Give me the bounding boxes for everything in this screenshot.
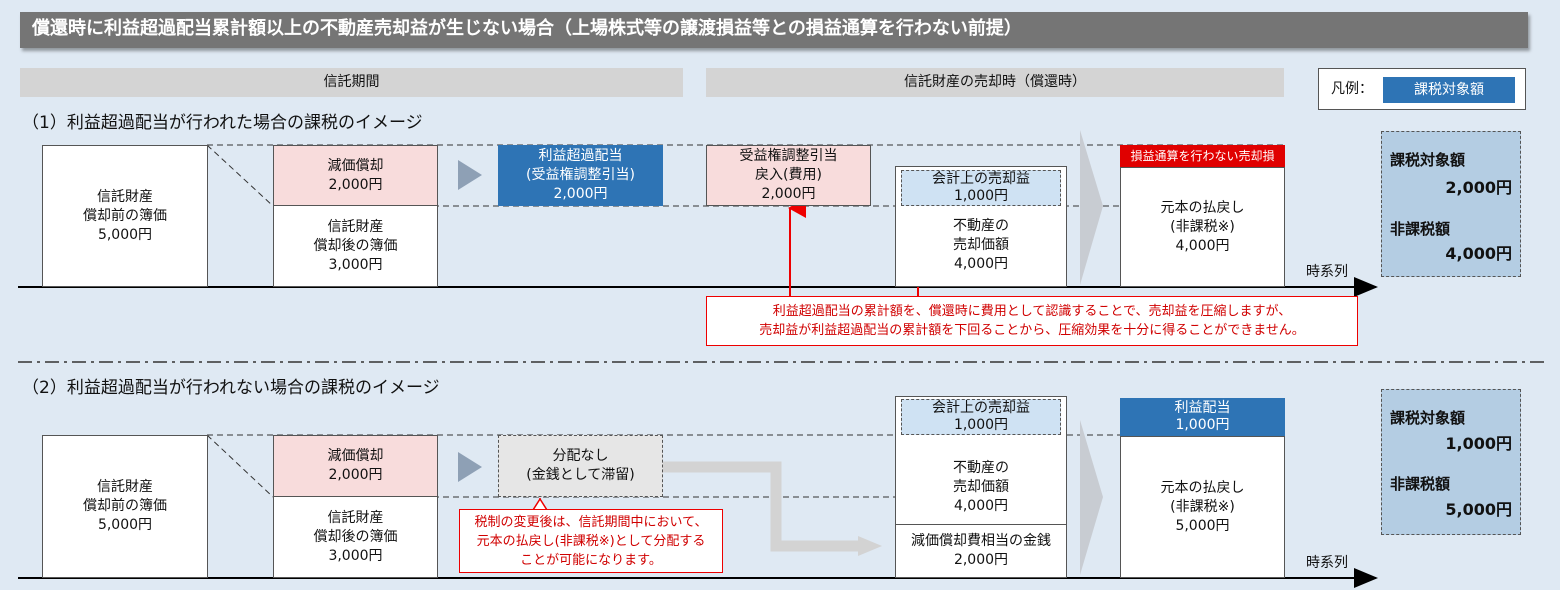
case1-chevron-1 xyxy=(458,160,482,190)
case1-excess-dist-box: 利益超過配当 (受益権調整引当) 2,000円 xyxy=(498,145,663,206)
case2-gain-box: 会計上の売却益 1,000円 xyxy=(901,399,1061,435)
case1-excess-dist-value: 2,000円 xyxy=(553,186,608,202)
case1-note-line2: 売却益が利益超過配当の累計額を下回ることから、圧縮効果を十分に得ることができませ… xyxy=(759,323,1305,338)
case1-initial-book-value: 5,000円 xyxy=(97,226,153,243)
case2-note-line1: 税制の変更後は、信託期間中において、 xyxy=(474,514,708,530)
case2-profit-dist-value: 1,000円 xyxy=(1175,417,1230,433)
case1-chevron-2 xyxy=(1080,130,1103,285)
case2-profit-dist-box: 利益配当 1,000円 xyxy=(1120,398,1285,436)
case1-depreciation-label: 減価償却 xyxy=(327,157,384,174)
case2-no-dist-box: 分配なし (金銭として滞留) xyxy=(498,435,663,497)
case1-diag-guide xyxy=(206,144,274,207)
case2-initial-book-value: 5,000円 xyxy=(97,517,153,533)
case2-gain-value: 1,000円 xyxy=(953,417,1009,433)
case2-flow-arrowhead xyxy=(858,536,882,556)
case1-nontaxable-amount: 4,000円 xyxy=(1445,244,1512,263)
case1-reversal-box: 受益権調整引当 戻入(費用) 2,000円 xyxy=(706,145,871,206)
case2-depreciation-box: 減価償却 2,000円 xyxy=(273,435,438,497)
case2-note-line2: 元本の払戻し(非課税※)として分配する xyxy=(476,533,706,549)
case1-reversal-line1: 受益権調整引当 xyxy=(739,148,838,164)
case2-sale-price-value: 4,000円 xyxy=(953,498,1009,514)
case1-reversal-line2: 戻入(費用) xyxy=(755,167,822,183)
case1-return-principal-value: 4,000円 xyxy=(1175,237,1230,254)
case1-note: 利益超過配当の累計額を、償還時に費用として認識することで、売却益を圧縮しますが、… xyxy=(706,296,1358,346)
case1-nontaxable-label: 非課税額 xyxy=(1390,220,1451,238)
case1-depreciation-box: 減価償却 2,000円 xyxy=(273,145,438,206)
case2-chevron-2 xyxy=(1080,420,1103,575)
case2-profit-dist-label: 利益配当 xyxy=(1174,400,1231,416)
phase-trust-period: 信託期間 xyxy=(20,68,683,97)
case2-sale-price-line2: 売却価額 xyxy=(953,479,1009,495)
case1-gain-value: 1,000円 xyxy=(953,188,1009,204)
case1-sale-price-line2: 売却価額 xyxy=(953,237,1009,253)
case1-gain-box: 会計上の売却益 1,000円 xyxy=(901,170,1061,206)
case1-gain-label: 会計上の売却益 xyxy=(932,171,1030,187)
case1-excess-dist-line2: (受益権調整引当) xyxy=(526,167,635,183)
case1-tax-panel: 課税対象額 2,000円 非課税額 4,000円 xyxy=(1381,131,1521,277)
case2-timeline-label: 時系列 xyxy=(1306,555,1348,571)
case2-depr-cash-label: 減価償却費相当の金銭 xyxy=(911,533,1051,549)
case2-no-dist-line2: (金銭として滞留) xyxy=(526,467,635,483)
case2-flow-arrow xyxy=(662,461,860,552)
case2-book-after-box: 信託財産 償却後の簿価 3,000円 xyxy=(273,496,438,578)
case1-book-after-line2: 償却後の簿価 xyxy=(313,237,398,254)
case1-initial-book-box: 信託財産 償却前の簿価 5,000円 xyxy=(42,145,208,287)
case2-initial-book-line2: 償却前の簿価 xyxy=(83,498,167,514)
case2-depreciation-label: 減価償却 xyxy=(327,448,384,464)
case1-sale-price-value: 4,000円 xyxy=(953,256,1009,272)
case2-sale-price-line1: 不動産の xyxy=(953,460,1009,476)
case2-book-after-line1: 信託財産 xyxy=(327,509,384,526)
case2-gain-label: 会計上の売却益 xyxy=(932,400,1030,416)
case1-return-principal-box: 元本の払戻し (非課税※) 4,000円 xyxy=(1120,167,1285,287)
case1-heading: （1）利益超過配当が行われた場合の課税のイメージ xyxy=(22,113,423,133)
case1-no-offset-banner: 損益通算を行わない売却損 xyxy=(1120,145,1285,167)
case2-heading: （2）利益超過配当が行われない場合の課税のイメージ xyxy=(22,378,440,398)
case1-timeline-label: 時系列 xyxy=(1306,264,1348,280)
case2-chevron-1 xyxy=(458,452,482,482)
case1-initial-book-line1: 信託財産 xyxy=(97,188,153,205)
case1-initial-book-line2: 償却前の簿価 xyxy=(83,207,167,224)
case2-nontaxable-amount: 5,000円 xyxy=(1445,500,1512,519)
case1-taxable-amount: 2,000円 xyxy=(1445,178,1512,197)
case1-book-after-value: 3,000円 xyxy=(328,256,383,273)
case2-note: 税制の変更後は、信託期間中において、 元本の払戻し(非課税※)として分配する こ… xyxy=(459,509,723,573)
legend-label: 凡例： xyxy=(1331,81,1373,97)
case2-no-dist-line1: 分配なし xyxy=(552,448,609,464)
case1-return-principal-line1: 元本の払戻し xyxy=(1160,199,1245,216)
case2-return-principal-box: 元本の払戻し (非課税※) 5,000円 xyxy=(1120,436,1285,578)
case1-excess-dist-line1: 利益超過配当 xyxy=(538,148,623,164)
case2-return-principal-line1: 元本の払戻し xyxy=(1160,479,1245,496)
case2-book-after-line2: 償却後の簿価 xyxy=(313,528,398,545)
legend-swatch: 課税対象額 xyxy=(1383,77,1515,103)
case1-taxable-label: 課税対象額 xyxy=(1390,151,1466,169)
case2-nontaxable-label: 非課税額 xyxy=(1390,475,1451,493)
case2-depreciation-value: 2,000円 xyxy=(328,467,383,483)
phase-sale-time: 信託財産の売却時（償還時） xyxy=(706,68,1284,97)
case2-taxable-label: 課税対象額 xyxy=(1390,409,1466,427)
case2-tax-panel: 課税対象額 1,000円 非課税額 5,000円 xyxy=(1381,389,1521,535)
case2-return-principal-line2: (非課税※) xyxy=(1170,498,1235,515)
case2-depr-cash-box: 減価償却費相当の金銭 2,000円 xyxy=(895,524,1067,578)
case1-depreciation-value: 2,000円 xyxy=(328,176,383,193)
case2-taxable-amount: 1,000円 xyxy=(1445,434,1512,453)
case2-diag-guide xyxy=(206,434,274,498)
case2-return-principal-value: 5,000円 xyxy=(1175,517,1230,534)
case2-book-after-value: 3,000円 xyxy=(328,547,383,564)
case1-reversal-value: 2,000円 xyxy=(761,186,816,202)
case1-sale-price-line1: 不動産の xyxy=(953,218,1009,234)
case2-initial-book-line1: 信託財産 xyxy=(97,479,153,495)
page-title: 償還時に利益超過配当累計額以上の不動産売却益が生じない場合（上場株式等の譲渡損益… xyxy=(20,12,1528,48)
case2-depr-cash-value: 2,000円 xyxy=(953,552,1009,568)
case2-note-line3: ことが可能になります。 xyxy=(520,552,662,568)
legend: 凡例： 課税対象額 xyxy=(1318,68,1526,110)
case1-note-line1: 利益超過配当の累計額を、償還時に費用として認識することで、売却益を圧縮しますが、 xyxy=(772,304,1292,319)
case1-return-principal-line2: (非課税※) xyxy=(1170,218,1235,235)
case1-book-after-line1: 信託財産 xyxy=(327,218,384,235)
case2-initial-book-box: 信託財産 償却前の簿価 5,000円 xyxy=(42,435,208,578)
case1-book-after-box: 信託財産 償却後の簿価 3,000円 xyxy=(273,205,438,287)
